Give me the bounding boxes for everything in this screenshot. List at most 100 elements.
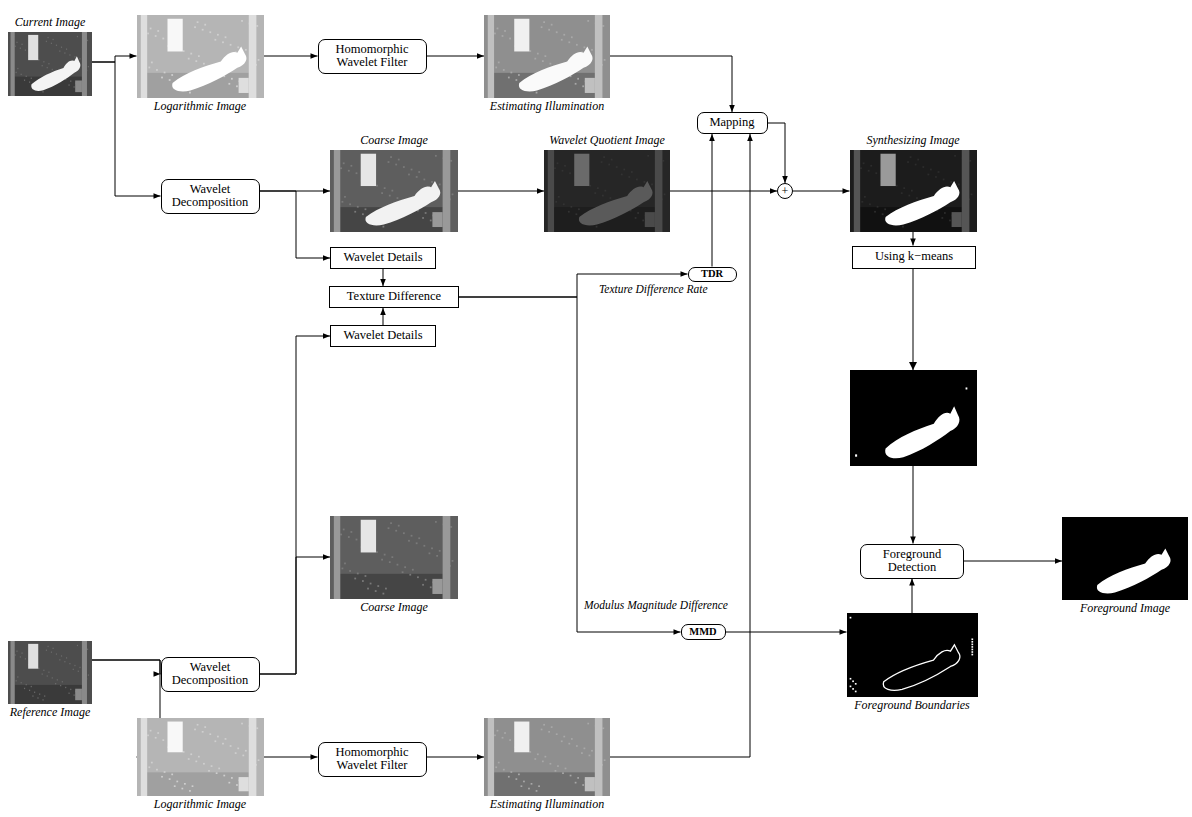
photo-texture — [557, 162, 559, 164]
photo-texture — [356, 172, 358, 174]
photo-texture — [435, 155, 437, 157]
photo-texture — [20, 48, 21, 49]
photo-ground — [1062, 517, 1188, 600]
box-label: Mapping — [709, 116, 754, 130]
photo-texture — [503, 769, 505, 771]
photo-texture — [942, 179, 944, 181]
photo-texture — [234, 752, 236, 754]
photo-texture — [664, 193, 666, 195]
photo-texture — [190, 753, 192, 755]
animal-shape — [31, 56, 80, 91]
photo-texture — [596, 226, 598, 228]
photo-texture — [377, 585, 379, 587]
noise-speck — [852, 688, 854, 690]
photo-texture — [257, 759, 259, 761]
photo-texture — [541, 26, 543, 28]
photo-texture — [937, 171, 939, 173]
photo-texture — [38, 59, 39, 60]
photo-texture — [403, 532, 405, 534]
photo-texture — [562, 772, 564, 774]
photo-texture — [521, 785, 523, 787]
photo-texture — [602, 25, 604, 27]
photo-texture — [584, 748, 586, 750]
flow-arrow — [264, 757, 318, 758]
photo-illustration — [1062, 517, 1188, 600]
photo-texture — [16, 650, 17, 651]
flow-arrow — [726, 632, 847, 633]
photo-texture — [222, 41, 224, 43]
photo-cabinet — [75, 688, 82, 699]
image-caption: Estimating Illumination — [490, 798, 604, 811]
photo-texture — [362, 213, 364, 215]
photo-illustration — [330, 150, 458, 232]
photo-texture — [154, 737, 156, 739]
photo-texture — [398, 524, 400, 526]
photo-ground — [8, 641, 92, 704]
photo-texture — [59, 659, 60, 660]
photo-texture — [354, 211, 356, 213]
image-caption: Coarse Image — [360, 134, 428, 147]
photo-texture — [367, 587, 369, 589]
photo-texture — [376, 185, 378, 187]
photo-texture — [228, 782, 230, 784]
photo-texture — [236, 85, 238, 87]
photo-illustration — [484, 718, 610, 796]
flow-arrow — [260, 191, 331, 258]
photo-texture — [21, 44, 22, 45]
photo-texture — [870, 165, 872, 167]
photo-texture — [349, 203, 351, 205]
photo-texture — [88, 66, 89, 67]
photo-texture — [229, 43, 231, 45]
photo-texture — [543, 724, 545, 726]
photo-texture — [69, 662, 70, 663]
photo-texture — [408, 539, 410, 541]
photo-texture — [56, 653, 57, 654]
photo-texture — [203, 763, 205, 765]
photo-texture — [536, 790, 538, 792]
photo-texture — [884, 208, 886, 210]
image-panel: Wavelet Quotient Image — [544, 150, 670, 232]
photo-illustration — [544, 150, 670, 232]
photo-texture — [502, 35, 504, 37]
photo-texture — [425, 212, 427, 214]
noise-speck — [971, 646, 973, 648]
photo-frame — [443, 150, 451, 232]
photo-texture — [439, 184, 441, 186]
photo-texture — [543, 21, 545, 23]
photo-texture — [556, 733, 558, 735]
photo-texture — [542, 761, 544, 763]
process-box: Homomorphic Wavelet Filter — [318, 742, 427, 777]
box-label: TDR — [701, 269, 723, 280]
flow-arrow — [912, 579, 913, 614]
flow-arrow — [383, 308, 384, 325]
photo-texture — [53, 39, 54, 40]
photo-texture — [604, 59, 606, 61]
photo-texture — [534, 758, 536, 760]
flow-arrow — [260, 557, 331, 674]
photo-texture — [875, 172, 877, 174]
photo-texture — [196, 724, 198, 726]
photo-texture — [66, 657, 67, 658]
flow-arrow — [383, 269, 384, 286]
photo-texture — [568, 41, 570, 43]
photo-texture — [52, 677, 53, 678]
photo-ground — [544, 150, 670, 232]
flow-arrow — [964, 561, 1062, 562]
photo-texture — [385, 587, 387, 589]
photo-texture — [26, 683, 27, 684]
image-panel: Foreground Boundaries — [847, 613, 978, 697]
photo-texture — [563, 736, 565, 738]
photo-texture — [554, 167, 556, 169]
photo-texture — [557, 765, 559, 767]
photo-texture — [147, 32, 149, 34]
photo-texture — [61, 47, 62, 48]
photo-illustration — [8, 32, 92, 96]
image-panel: Estimating Illumination — [484, 15, 610, 98]
photo-texture — [70, 688, 71, 689]
photo-texture — [430, 220, 432, 222]
photo-texture — [350, 531, 352, 533]
photo-texture — [390, 522, 392, 524]
process-box: Mapping — [697, 112, 768, 134]
connector-group — [92, 56, 1062, 757]
